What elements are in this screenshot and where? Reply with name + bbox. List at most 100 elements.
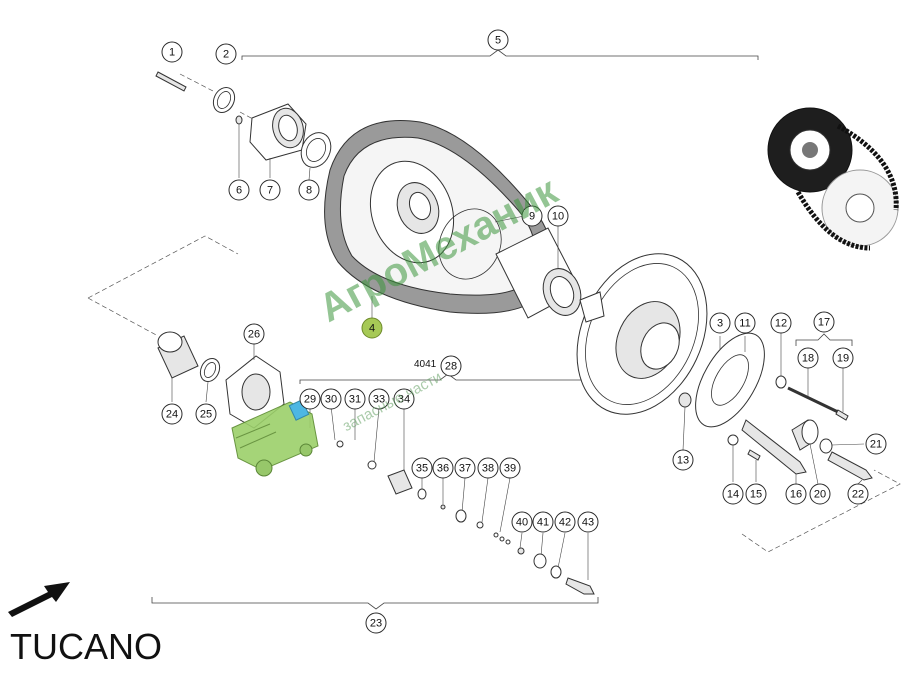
- assembly-code-label: 4041: [414, 359, 437, 370]
- callout-3[interactable]: 3: [709, 312, 731, 334]
- part-sheave: [576, 253, 708, 415]
- callout-number: 19: [837, 353, 849, 365]
- callout-2[interactable]: 2: [215, 43, 237, 65]
- callout-30[interactable]: 30: [320, 388, 342, 410]
- callout-number: 6: [236, 185, 242, 197]
- part-small-chain: [309, 405, 595, 595]
- callout-number: 5: [495, 35, 501, 47]
- direction-arrow-icon: [8, 582, 70, 617]
- callout-7[interactable]: 7: [259, 179, 281, 201]
- callout-15[interactable]: 15: [745, 483, 767, 505]
- callout-16[interactable]: 16: [785, 483, 807, 505]
- callout-21[interactable]: 21: [865, 433, 887, 455]
- callout-25[interactable]: 25: [195, 403, 217, 425]
- callout-number: 26: [248, 329, 260, 341]
- callout-number: 2: [223, 49, 229, 61]
- callout-43[interactable]: 43: [577, 511, 599, 533]
- callout-34[interactable]: 34: [393, 388, 415, 410]
- part-bushing-24: [157, 331, 199, 402]
- callout-number: 13: [677, 455, 689, 467]
- part-bolt-22: [827, 451, 873, 485]
- callout-23[interactable]: 23: [365, 612, 387, 634]
- callout-number: 23: [370, 618, 382, 630]
- callout-number: 22: [852, 489, 864, 501]
- callout-17[interactable]: 17: [813, 311, 835, 333]
- callout-5[interactable]: 5: [487, 29, 509, 51]
- group-bracket-28: [299, 373, 600, 384]
- callout-number: 20: [814, 489, 826, 501]
- callout-number: 38: [482, 463, 494, 475]
- callout-number: 8: [306, 185, 312, 197]
- reference-line-right: [741, 469, 901, 553]
- part-bearing-13: [678, 392, 692, 451]
- part-screw-15: [747, 449, 761, 482]
- callout-36[interactable]: 36: [432, 457, 454, 479]
- callout-14[interactable]: 14: [722, 483, 744, 505]
- callout-11[interactable]: 11: [734, 312, 756, 334]
- callout-8[interactable]: 8: [298, 179, 320, 201]
- callout-38[interactable]: 38: [477, 457, 499, 479]
- callout-19[interactable]: 19: [832, 347, 854, 369]
- callout-10[interactable]: 10: [547, 205, 569, 227]
- callout-42[interactable]: 42: [554, 511, 576, 533]
- callout-number: 30: [325, 394, 337, 406]
- part-flange-11: [695, 332, 765, 428]
- callout-number: 1: [169, 47, 175, 59]
- drive-overview-icon: [767, 107, 899, 251]
- part-ring-2: [212, 86, 236, 114]
- callout-number: 33: [373, 394, 385, 406]
- callout-20[interactable]: 20: [809, 483, 831, 505]
- callout-24[interactable]: 24: [161, 403, 183, 425]
- callout-number: 16: [790, 489, 802, 501]
- callout-39[interactable]: 39: [499, 457, 521, 479]
- callout-35[interactable]: 35: [411, 457, 433, 479]
- callout-number: 40: [516, 517, 528, 529]
- callout-number: 18: [802, 353, 814, 365]
- callout-number: 41: [537, 517, 549, 529]
- callout-31[interactable]: 31: [344, 388, 366, 410]
- group-bracket-17: [795, 333, 853, 346]
- part-bushing-7: [249, 103, 307, 178]
- callout-number: 37: [459, 463, 471, 475]
- callout-number: 39: [504, 463, 516, 475]
- callout-number: 7: [267, 185, 273, 197]
- callout-number: 15: [750, 489, 762, 501]
- callout-6[interactable]: 6: [228, 179, 250, 201]
- callout-number: 11: [739, 318, 750, 330]
- callout-number: 29: [304, 394, 316, 406]
- callout-41[interactable]: 41: [532, 511, 554, 533]
- group-bracket-23: [151, 597, 599, 610]
- callout-22[interactable]: 22: [847, 483, 869, 505]
- callout-number: 35: [416, 463, 428, 475]
- callout-40[interactable]: 40: [511, 511, 533, 533]
- callout-number: 4: [369, 323, 375, 335]
- part-spacer-20: [791, 419, 819, 485]
- callout-number: 17: [818, 317, 830, 329]
- callout-33[interactable]: 33: [368, 388, 390, 410]
- callout-number: 31: [349, 394, 361, 406]
- callout-number: 12: [775, 318, 787, 330]
- part-pin-1: [155, 71, 187, 92]
- callout-13[interactable]: 13: [672, 449, 694, 471]
- callout-number: 3: [717, 318, 723, 330]
- reference-line-left: [87, 235, 239, 337]
- callout-number: 25: [200, 409, 212, 421]
- part-sleeve-10: [495, 226, 582, 319]
- callout-1[interactable]: 1: [161, 41, 183, 63]
- callout-12[interactable]: 12: [770, 312, 792, 334]
- part-seal-8: [300, 132, 332, 181]
- callout-4[interactable]: 4: [361, 317, 383, 339]
- callout-18[interactable]: 18: [797, 347, 819, 369]
- callout-29[interactable]: 29: [299, 388, 321, 410]
- part-washer-21: [819, 438, 865, 454]
- callout-9[interactable]: 9: [521, 205, 543, 227]
- callout-26[interactable]: 26: [243, 323, 265, 345]
- part-screw-6: [235, 115, 243, 178]
- part-ring-25: [199, 357, 221, 403]
- callout-37[interactable]: 37: [454, 457, 476, 479]
- callout-28[interactable]: 28: [440, 355, 462, 377]
- callout-number: 43: [582, 517, 594, 529]
- callout-number: 10: [552, 211, 564, 223]
- callout-number: 28: [445, 361, 457, 373]
